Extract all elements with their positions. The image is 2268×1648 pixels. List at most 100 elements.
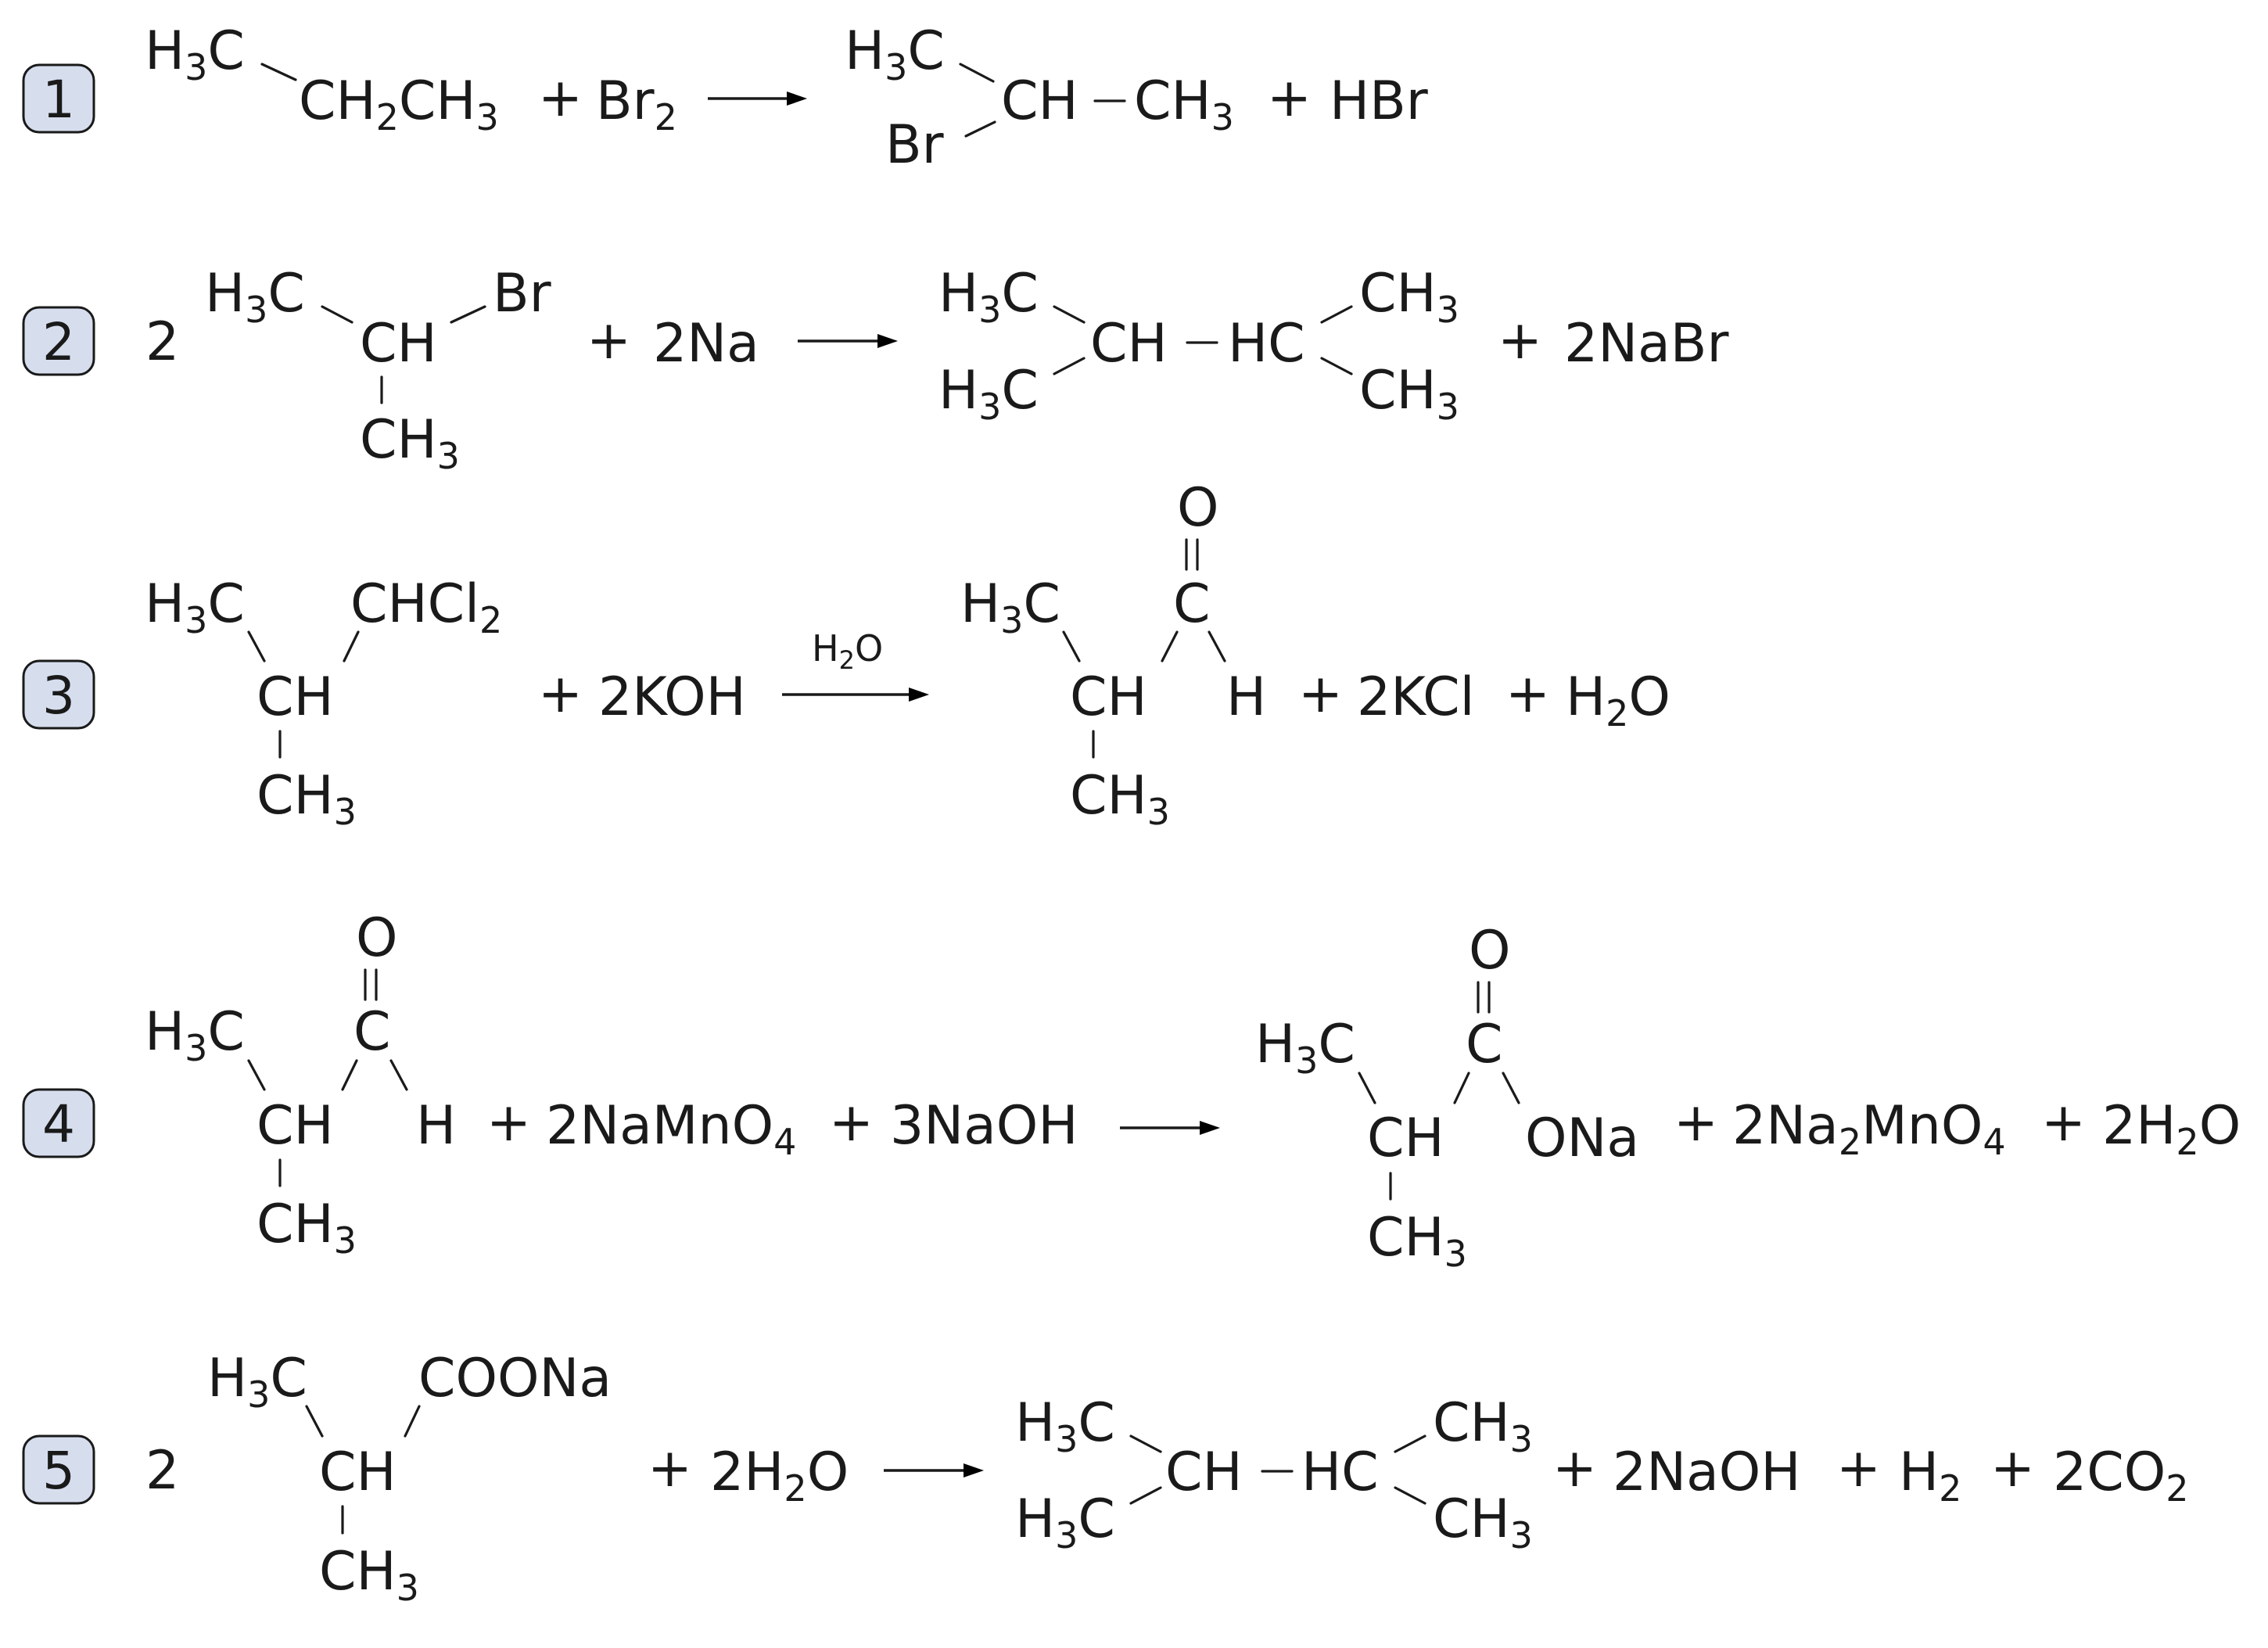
plus-sign: + (538, 67, 583, 129)
product-fragment: CH3 (1359, 360, 1459, 428)
product-fragment: CH3 (1433, 1488, 1533, 1556)
reaction-1: 1 H3C CH2CH3 + Br2 H3C CH CH3 Br + HBr (22, 20, 1428, 176)
plus-sign: + (1505, 663, 1550, 725)
product-fragment: CH3 (1070, 765, 1170, 833)
product-fragment: CH (1367, 1108, 1444, 1169)
reagent: 2Na (653, 313, 759, 375)
bond (1053, 305, 1086, 324)
byproduct: 2H2O (2102, 1095, 2241, 1163)
reactant-fragment: CH3 (257, 1194, 357, 1262)
byproduct: HBr (1330, 70, 1428, 132)
product-fragment: ONa (1525, 1108, 1639, 1169)
plus-sign: + (1498, 310, 1542, 372)
reactant-fragment: H3C (145, 20, 245, 88)
reactant-fragment: H3C (205, 263, 305, 331)
reactant-fragment: H3C (207, 1348, 307, 1416)
reactant-fragment: COONa (418, 1348, 612, 1409)
byproduct: 2CO2 (2053, 1442, 2189, 1510)
bond (247, 630, 266, 662)
plus-sign: + (1298, 663, 1343, 725)
product-fragment: H3C (1255, 1014, 1355, 1082)
reactant-fragment: H3C (145, 1001, 245, 1069)
byproduct: 2NaOH (1613, 1442, 1800, 1503)
reagent: 2H2O (710, 1442, 849, 1510)
reactant-fragment: CH (360, 313, 437, 375)
product-fragment: H3C (960, 573, 1060, 641)
reactant-fragment: C (353, 1001, 390, 1063)
bond (1129, 1486, 1162, 1505)
product-fragment: CH3 (1367, 1207, 1467, 1275)
bond (247, 1059, 266, 1091)
bond (1053, 357, 1086, 375)
product-fragment: C (1466, 1014, 1502, 1075)
arrowhead (964, 1463, 984, 1477)
bond (341, 1059, 358, 1091)
bond (1062, 630, 1081, 662)
plus-sign: + (486, 1092, 531, 1154)
bond (1161, 630, 1179, 662)
arrowhead (787, 92, 807, 106)
plus-sign: + (1836, 1438, 1881, 1499)
plus-sign: + (538, 663, 583, 725)
plus-sign: + (2041, 1092, 2086, 1154)
plus-sign: + (648, 1438, 692, 1499)
reactant-fragment: Br (493, 263, 551, 325)
reagent: Br2 (596, 70, 677, 138)
bond (1208, 630, 1226, 662)
product-fragment: H3C (1015, 1392, 1115, 1460)
product-fragment: H3C (938, 263, 1039, 331)
product-fragment: CH (1001, 70, 1078, 132)
plus-sign: + (829, 1092, 874, 1154)
reactant-fragment: CH (319, 1442, 397, 1503)
reaction-number-badge (22, 1434, 95, 1505)
arrowhead (909, 688, 929, 702)
reactant-fragment: CH3 (360, 409, 460, 477)
arrow-label: H2O (812, 627, 883, 675)
bond (343, 630, 360, 662)
product-fragment: O (1177, 477, 1219, 539)
bond (404, 1405, 421, 1438)
byproduct: 2Na2MnO4 (1732, 1095, 2006, 1163)
plus-sign: + (1674, 1092, 1718, 1154)
reactant-fragment: CH (257, 666, 334, 728)
bond (1394, 1434, 1426, 1453)
reaction-number: 3 (42, 666, 75, 726)
reaction-number-badge (22, 63, 95, 134)
reagent: 3NaOH (890, 1095, 1078, 1157)
byproduct: 2KCl (1357, 666, 1475, 728)
coefficient: 2 (145, 311, 179, 373)
reaction-number-badge (22, 1088, 95, 1158)
bond (1129, 1434, 1162, 1453)
bond (1453, 1072, 1470, 1104)
product-fragment: CH3 (1433, 1392, 1533, 1460)
plus-sign: + (1267, 67, 1312, 129)
reactant-fragment: H (416, 1095, 456, 1157)
arrowhead (877, 334, 898, 348)
product-fragment: H3C (938, 360, 1039, 428)
reaction-number: 2 (42, 312, 75, 372)
product-fragment: CH3 (1359, 263, 1459, 331)
reactant-fragment: O (356, 907, 398, 969)
bond (1320, 357, 1353, 375)
product-fragment: CH (1165, 1442, 1243, 1503)
reactant-fragment: H3C (145, 573, 245, 641)
reactant-fragment: CH (257, 1095, 334, 1157)
reagent: 2NaMnO4 (546, 1095, 796, 1163)
bond (1358, 1072, 1376, 1104)
bond (260, 63, 297, 81)
product-fragment: H3C (1015, 1488, 1115, 1556)
reaction-number: 4 (42, 1094, 75, 1154)
bond (450, 305, 486, 324)
product-fragment: Br (885, 114, 944, 176)
bond (1320, 305, 1353, 324)
reactant-fragment: CH3 (319, 1541, 419, 1609)
reactant-fragment: CH3 (257, 765, 357, 833)
product-fragment: CH (1070, 666, 1147, 728)
plus-sign: + (587, 310, 631, 372)
reaction-number: 1 (42, 70, 75, 130)
reaction-number: 5 (42, 1441, 75, 1501)
plus-sign: + (1990, 1438, 2035, 1499)
bond (1394, 1486, 1426, 1505)
bond (959, 63, 995, 83)
reactant-fragment: CHCl2 (350, 573, 502, 641)
